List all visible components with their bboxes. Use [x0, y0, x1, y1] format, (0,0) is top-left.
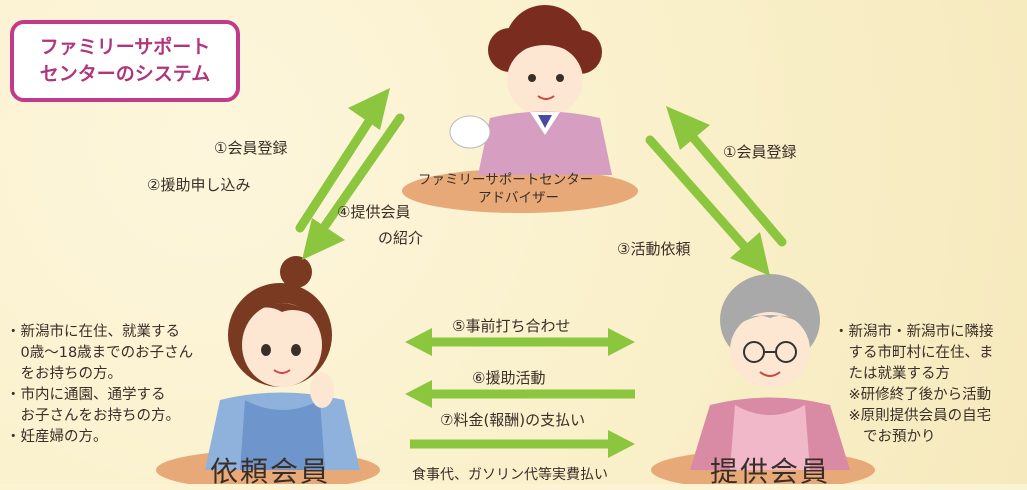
title-line2: センターのシステム	[39, 63, 211, 85]
diagram-title-box: ファミリーサポート センターのシステム	[10, 20, 240, 102]
requester-bullet: ・市内に通園、通学する	[6, 387, 166, 403]
arrow-pre-meeting	[405, 328, 635, 356]
label-intro-line2: の紹介	[378, 229, 424, 247]
label-expenses: 食事代、ガソリン代等実費払い	[412, 467, 608, 483]
requester-bullet: ・新潟市に在住、就業する	[6, 324, 180, 340]
requester-bullet: ・妊産婦の方。	[6, 429, 108, 445]
label-intro-line1: ④提供会員	[337, 203, 411, 221]
label-left-register: ①会員登録	[214, 139, 288, 157]
label-activity-request: ③活動依頼	[617, 240, 691, 258]
label-support-activity: ⑥援助活動	[472, 369, 546, 387]
provider-bullet: たは就業する方	[834, 366, 950, 382]
requester-bullets: ・新潟市に在住、就業する 0歳～18歳までのお子さん をお持ちの方。 ・市内に通…	[6, 322, 193, 448]
requester-bullet: をお持ちの方。	[6, 366, 122, 382]
provider-bullet: ・新潟市・新潟市に隣接	[834, 324, 994, 340]
requester-bullet: 0歳～18歳までのお子さん	[6, 345, 194, 361]
center-label-line2: アドバイザー	[478, 190, 559, 206]
provider-bullets: ・新潟市・新潟市に隣接 する市町村に在住、ま たは就業する方 ※研修終了後から活…	[834, 322, 994, 448]
label-pre-meeting: ⑤事前打ち合わせ	[452, 317, 571, 335]
center-label-line1: ファミリーサポートセンター	[418, 172, 594, 188]
provider-bullet: ※原則提供会員の自宅	[834, 408, 992, 424]
center-oval	[402, 169, 638, 213]
advisor-illustration	[449, 5, 612, 175]
label-right-register: ①会員登録	[723, 143, 797, 161]
label-payment: ⑦料金(報酬)の支払い	[440, 411, 586, 429]
arrow-right-pair	[645, 106, 787, 276]
provider-bullet: する市町村に在住、ま	[834, 345, 994, 361]
requester-illustration	[205, 256, 360, 470]
arrow-left-pair	[295, 88, 405, 260]
provider-illustration	[690, 274, 850, 470]
provider-role-label: 提供会員	[710, 455, 831, 488]
provider-bullet: ※研修終了後から活動	[834, 387, 992, 403]
arrow-payment	[410, 430, 635, 458]
provider-bullet: でお預かり	[834, 429, 936, 445]
requester-role-label: 依頼会員	[210, 455, 331, 488]
label-left-apply: ②援助申し込み	[147, 176, 251, 194]
requester-bullet: お子さんをお持ちの方。	[6, 408, 180, 424]
arrow-support-activity	[405, 380, 635, 408]
title-line1: ファミリーサポート	[39, 36, 211, 59]
